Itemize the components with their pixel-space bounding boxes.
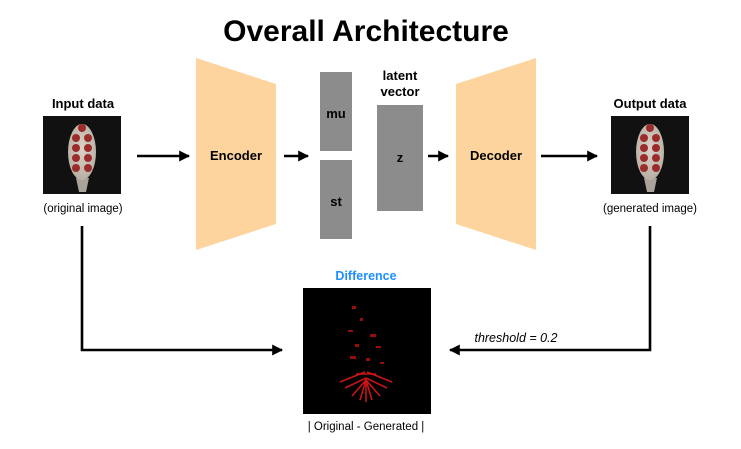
st-label: st <box>330 194 342 209</box>
z-box <box>377 105 423 211</box>
encoder-block <box>196 58 276 250</box>
mu-label: mu <box>326 106 346 121</box>
difference-image <box>303 288 431 414</box>
output-data-label: Output data <box>614 96 688 111</box>
mu-box <box>320 72 352 151</box>
difference-caption: | Original - Generated | <box>308 421 425 433</box>
input-image <box>43 116 121 194</box>
arrow-input-to-difference <box>80 226 284 356</box>
page-title: Overall Architecture <box>223 15 509 48</box>
z-label: z <box>397 150 404 165</box>
difference-label: Difference <box>335 269 396 283</box>
decoder-label: Decoder <box>470 148 522 163</box>
latent-vector-label-line2: vector <box>380 84 419 99</box>
output-data-caption: (generated image) <box>603 203 697 215</box>
latent-vector-label-line1: latent <box>383 68 418 83</box>
output-image <box>611 116 689 194</box>
decoder-block <box>456 58 536 250</box>
encoder-label: Encoder <box>210 148 262 163</box>
threshold-label: threshold = 0.2 <box>474 331 557 345</box>
arrow-output-to-difference <box>448 226 652 356</box>
st-box <box>320 160 352 239</box>
input-data-label: Input data <box>52 96 115 111</box>
input-data-caption: (original image) <box>43 203 122 215</box>
